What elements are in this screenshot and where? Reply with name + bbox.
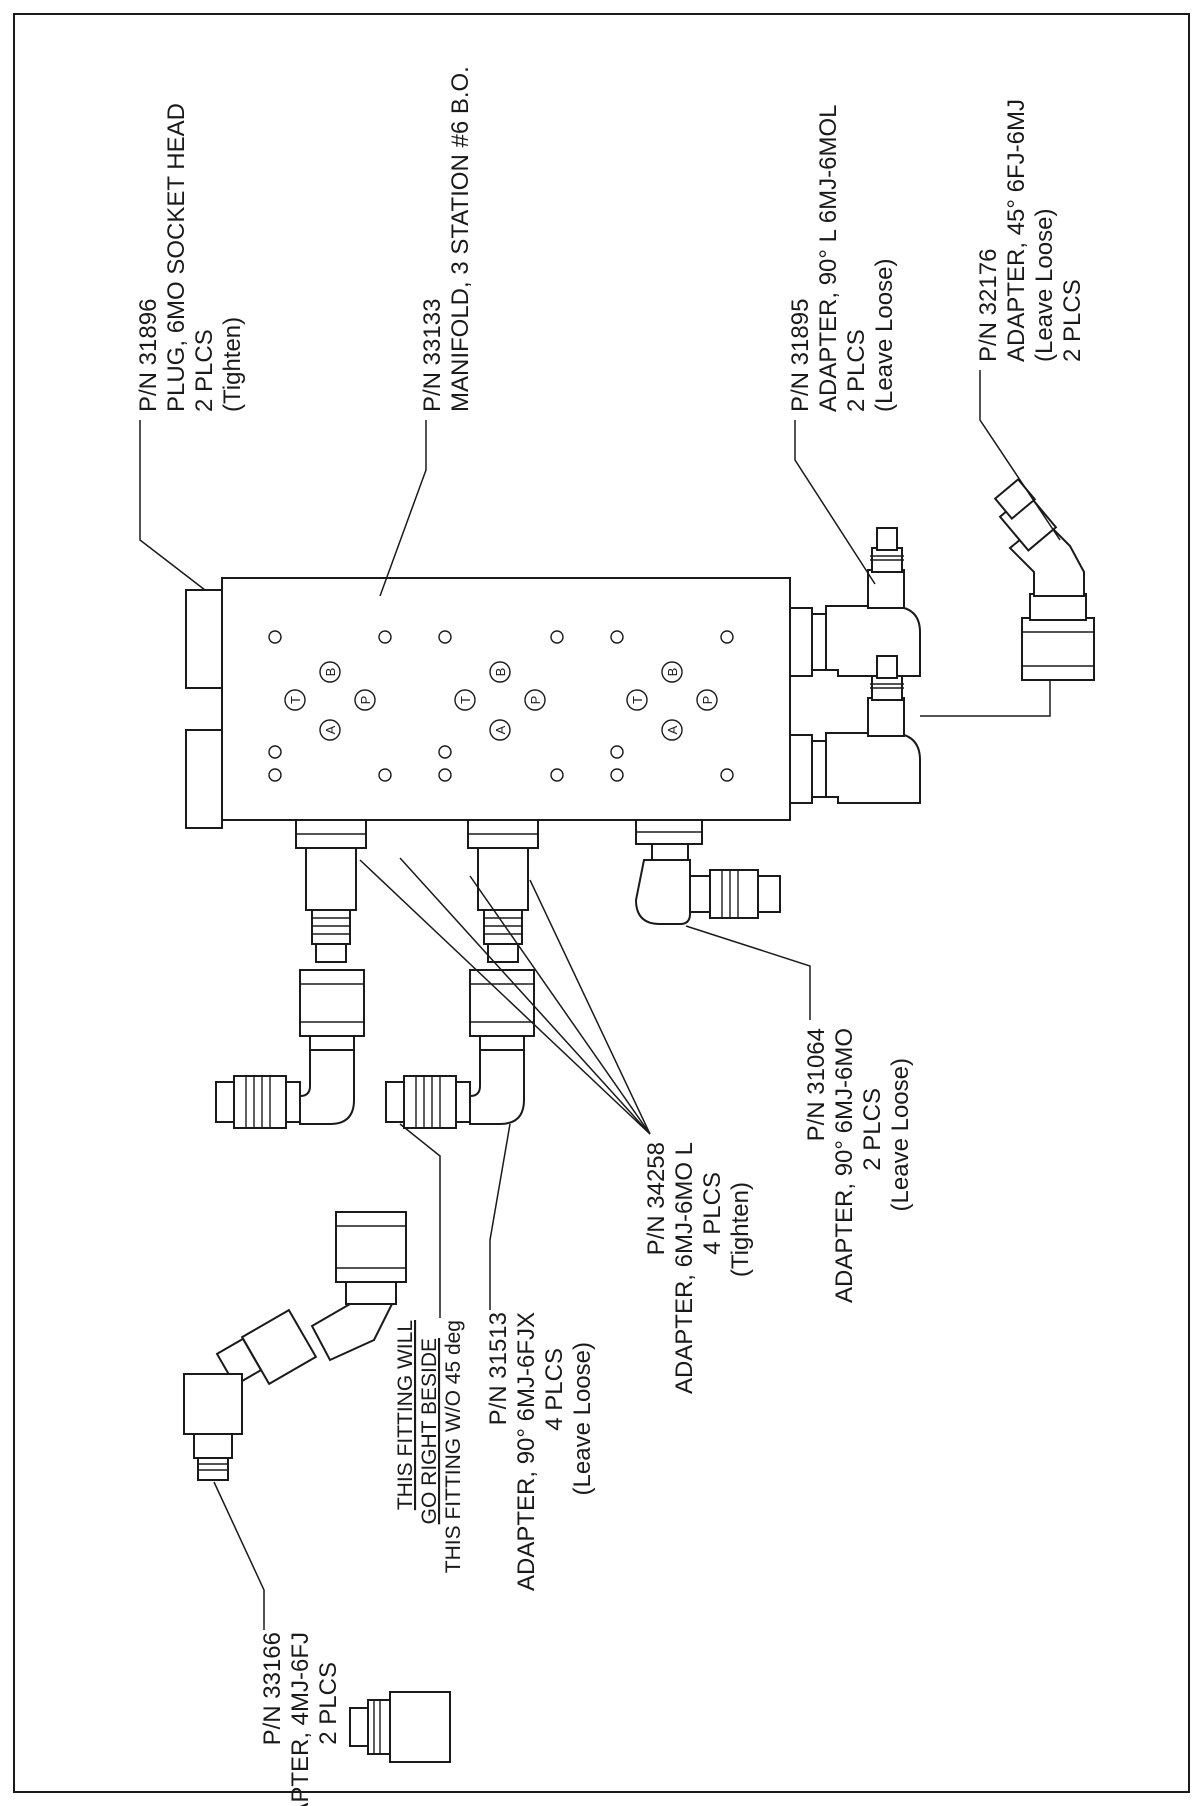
station-3: B T P A	[610, 630, 734, 782]
port-a-label: A	[493, 725, 508, 734]
port-b-label: B	[665, 668, 680, 677]
adapter-31895-desc: ADAPTER, 90° L 6MJ-6MOL	[815, 105, 842, 412]
callout-adapter-31064: P/N 31064 ADAPTER, 90° 6MJ-6MO 2 PLCS (L…	[803, 1028, 914, 1303]
adapter-32176-note: (Leave Loose)	[1031, 209, 1058, 362]
plug-note: (Tighten)	[219, 317, 246, 412]
standalone-fitting	[349, 1691, 451, 1763]
adapter-31064-note: (Leave Loose)	[887, 1058, 914, 1211]
port-a-label: A	[665, 725, 680, 734]
adapter-31064-fitting	[634, 819, 781, 925]
manifold-pn: P/N 33133	[419, 299, 446, 412]
adapter-31064-qty: 2 PLCS	[859, 1088, 886, 1171]
adapter-45-lower-fitting	[215, 1211, 407, 1387]
plug-pn: P/N 31896	[135, 299, 162, 412]
port-t-label: T	[288, 696, 303, 704]
adapter-31513-fittings	[215, 969, 535, 1129]
adapter-33166-pn: P/N 33166	[259, 1632, 286, 1745]
adapter-32176-qty: 2 PLCS	[1059, 279, 1086, 362]
plug-31896-a	[185, 589, 223, 689]
port-b-label: B	[493, 668, 508, 677]
adapter-31895-note: (Leave Loose)	[871, 259, 898, 412]
adapter-33166-qty: 2 PLCS	[315, 1662, 342, 1745]
adapter-31895-qty: 2 PLCS	[843, 329, 870, 412]
plug-qty: 2 PLCS	[191, 329, 218, 412]
adapter-31513-note: (Leave Loose)	[569, 1342, 596, 1495]
adapter-33166-desc: ADAPTER, 4MJ-6FJ	[287, 1632, 314, 1806]
port-t-label: T	[630, 696, 645, 704]
adapter-32176-fitting	[993, 477, 1095, 681]
adapter-33166-fitting	[183, 1373, 243, 1481]
manifold-desc: MANIFOLD, 3 STATION #6 B.O.	[447, 66, 474, 412]
note-line-3: THIS FITTING W/O 45 deg	[442, 1320, 465, 1573]
port-p-label: P	[700, 696, 715, 705]
callout-plug-31896: P/N 31896 PLUG, 6MO SOCKET HEAD 2 PLCS (…	[135, 103, 246, 412]
adapter-31513-qty: 4 PLCS	[541, 1348, 568, 1431]
callout-adapter-33166: P/N 33166 ADAPTER, 4MJ-6FJ 2 PLCS	[259, 1632, 342, 1806]
adapter-34258-note: (Tighten)	[727, 1182, 754, 1277]
note-line-1: THIS FITTING WILL	[394, 1320, 417, 1510]
adapter-34258-pn: P/N 34258	[643, 1142, 670, 1255]
adapter-32176-pn: P/N 32176	[975, 249, 1002, 362]
port-a-label: A	[323, 725, 338, 734]
adapter-34258-desc: ADAPTER, 6MJ-6MO L	[671, 1142, 698, 1394]
port-p-label: P	[358, 696, 373, 705]
station-1: B T P A	[268, 630, 392, 782]
adapter-32176-desc: ADAPTER, 45° 6FJ-6MJ	[1003, 99, 1030, 362]
adapter-34258-qty: 4 PLCS	[699, 1172, 726, 1255]
note-fitting-beside: THIS FITTING WILL GO RIGHT BESIDE THIS F…	[394, 1320, 465, 1573]
adapter-31513-desc: ADAPTER, 90° 6MJ-6FJX	[513, 1312, 540, 1591]
adapter-31895-fittings	[789, 527, 921, 804]
callout-adapter-31895: P/N 31895 ADAPTER, 90° L 6MJ-6MOL 2 PLCS…	[787, 105, 898, 412]
adapter-31064-desc: ADAPTER, 90° 6MJ-6MO	[831, 1028, 858, 1303]
note-line-2: GO RIGHT BESIDE	[418, 1338, 441, 1524]
port-t-label: T	[458, 696, 473, 704]
adapter-31895-pn: P/N 31895	[787, 299, 814, 412]
adapter-31513-pn: P/N 31513	[485, 1312, 512, 1425]
plug-31896-b	[185, 729, 223, 829]
adapter-34258-fittings	[295, 819, 539, 963]
port-b-label: B	[323, 668, 338, 677]
adapter-31064-pn: P/N 31064	[803, 1028, 830, 1141]
callout-adapter-32176: P/N 32176 ADAPTER, 45° 6FJ-6MJ (Leave Lo…	[975, 99, 1086, 362]
callout-adapter-34258: P/N 34258 ADAPTER, 6MJ-6MO L 4 PLCS (Tig…	[643, 1142, 754, 1394]
port-p-label: P	[528, 696, 543, 705]
station-2: B T P A	[438, 630, 564, 782]
manifold-block: B T P A B T P A B T P A	[185, 577, 791, 829]
leader-lines	[139, 370, 1061, 1630]
plug-desc: PLUG, 6MO SOCKET HEAD	[163, 103, 190, 412]
callout-adapter-31513: P/N 31513 ADAPTER, 90° 6MJ-6FJX 4 PLCS (…	[485, 1312, 596, 1591]
drawing-border	[13, 13, 1190, 1793]
callout-manifold-33133: P/N 33133 MANIFOLD, 3 STATION #6 B.O.	[419, 66, 474, 412]
